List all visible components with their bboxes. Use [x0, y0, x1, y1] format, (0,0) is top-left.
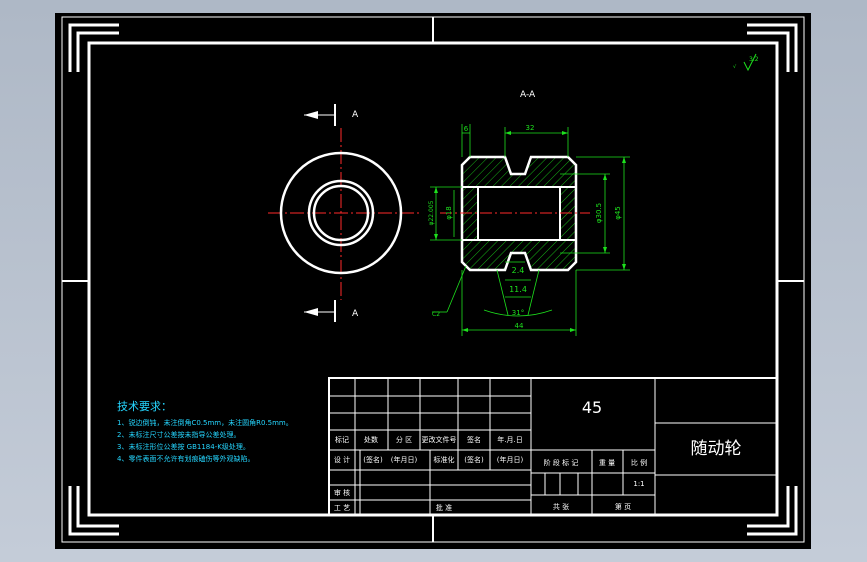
label-weight: 重 量 [599, 459, 615, 467]
roughness-symbol: 3.2 √ [733, 53, 759, 72]
label-std-date: (年月日) [497, 455, 524, 464]
label-count: 处数 [364, 435, 378, 444]
tech-requirement-3: 3、未标注形位公差按 GB1184-K级处理。 [117, 442, 250, 451]
corner-brackets [68, 23, 798, 536]
dimensions [430, 124, 630, 336]
section-label: A-A [520, 90, 536, 100]
front-view [268, 128, 420, 300]
scale-value: 1:1 [633, 480, 644, 488]
groove-circle [307, 179, 375, 247]
dim-overall-width: 44 [515, 322, 524, 330]
drawing-canvas [55, 13, 811, 549]
label-design: 设 计 [334, 455, 350, 464]
dim-bore-dia-2: φ18 [445, 206, 453, 220]
dim-outer-dia: φ45 [614, 206, 622, 220]
dim-groove-depth-a: 2.4 [512, 266, 525, 275]
label-sign: 签名 [467, 435, 481, 444]
label-design-sign: (签名) [363, 455, 383, 464]
tech-requirement-4: 4、零件表面不允许有划痕磕伤等外观缺陷。 [117, 454, 254, 463]
dim-groove-dia: φ30.5 [595, 203, 603, 223]
label-mark: 标记 [335, 435, 349, 444]
part-name: 随动轮 [691, 439, 742, 459]
tech-requirement-1: 1、锐边倒钝，未注倒角C0.5mm，未注圆角R0.5mm。 [117, 418, 293, 427]
label-scale: 比 例 [631, 458, 647, 467]
label-zone: 分 区 [396, 435, 412, 444]
cut-label-bottom: A [352, 309, 359, 319]
tech-requirement-2: 2、未标注尺寸公差按未指导公差处理。 [117, 430, 240, 439]
svg-text:3.2: 3.2 [749, 56, 759, 63]
tech-requirements: 技术要求： 1、锐边倒钝，未注倒角C0.5mm，未注圆角R0.5mm。 2、未标… [117, 400, 293, 463]
label-sheets-total: 共 张 [553, 502, 569, 511]
label-change-doc: 更改文件号 [422, 435, 457, 444]
dim-groove-depth-b: 11.4 [509, 285, 527, 294]
label-process: 工 艺 [334, 504, 350, 512]
cut-label-top: A [352, 110, 359, 120]
title-block: 45 随动轮 1:1 标记 处数 分 区 更改文件号 签名 年.月.日 设 计 … [328, 377, 778, 516]
label-std-sign: (签名) [464, 455, 484, 464]
dimension-labels: 6 32 φ22.005 φ18 φ30.5 φ45 2.4 11.4 31° … [428, 124, 622, 330]
label-standardize: 标准化 [434, 455, 455, 464]
label-approve: 批 准 [436, 503, 452, 512]
dim-groove-span: 32 [526, 124, 535, 132]
section-cut-markers: A A [304, 104, 359, 322]
dim-groove-angle: 31° [512, 309, 524, 317]
label-sheet-no: 第 页 [615, 502, 631, 511]
center-marks [62, 17, 804, 542]
outer-circle [279, 151, 403, 275]
dim-chamfer: C2 [432, 311, 440, 318]
label-date: 年.月.日 [497, 435, 522, 444]
label-stage-mark: 阶 段 标 记 [544, 458, 579, 467]
dim-bore-dia-1: φ22.005 [428, 200, 435, 225]
section-view: A-A [440, 90, 590, 272]
tech-requirements-title: 技术要求： [117, 400, 172, 413]
dimension-arrows [434, 131, 626, 332]
material-value: 45 [582, 398, 602, 417]
dim-shoulder-width: 6 [464, 125, 469, 133]
bore-circle [312, 184, 370, 242]
label-check: 审 核 [334, 488, 350, 497]
label-design-date: (年月日) [391, 455, 418, 464]
svg-text:√: √ [733, 64, 737, 70]
